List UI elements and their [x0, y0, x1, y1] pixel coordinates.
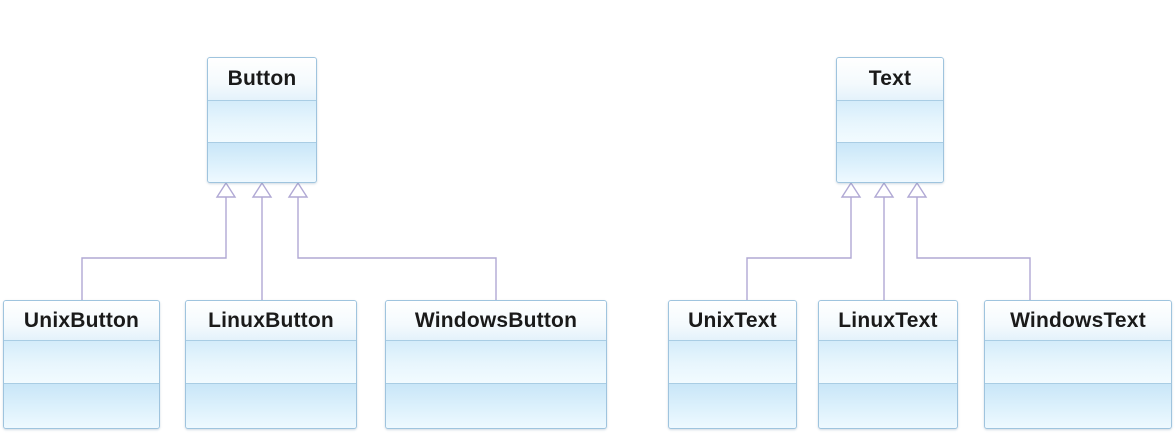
- class-name-windowstext: WindowsText: [985, 301, 1171, 341]
- class-attributes-compartment: [837, 101, 943, 143]
- class-box-windowstext[interactable]: WindowsText: [984, 300, 1172, 429]
- class-attributes-compartment: [208, 101, 316, 143]
- inheritance-arrow-icon: [906, 181, 928, 198]
- class-box-text[interactable]: Text: [836, 57, 944, 183]
- class-attributes-compartment: [4, 341, 159, 385]
- class-box-linuxbutton[interactable]: LinuxButton: [185, 300, 357, 429]
- class-operations-compartment: [186, 384, 356, 428]
- class-name-button: Button: [208, 58, 316, 101]
- class-operations-compartment: [208, 142, 316, 182]
- generalization-windowstext-text: [906, 181, 1031, 301]
- inheritance-arrow-icon: [251, 181, 273, 198]
- class-operations-compartment: [819, 384, 957, 428]
- generalization-windowsbutton-button: [287, 181, 497, 301]
- class-attributes-compartment: [819, 341, 957, 385]
- class-attributes-compartment: [985, 341, 1171, 385]
- inheritance-arrow-icon: [215, 181, 237, 198]
- class-box-unixbutton[interactable]: UnixButton: [3, 300, 160, 429]
- class-name-linuxtext: LinuxText: [819, 301, 957, 341]
- class-attributes-compartment: [669, 341, 796, 385]
- class-operations-compartment: [669, 384, 796, 428]
- class-name-unixtext: UnixText: [669, 301, 796, 341]
- inheritance-arrow-icon: [840, 181, 862, 198]
- class-operations-compartment: [4, 384, 159, 428]
- generalization-unixtext-text: [746, 181, 862, 301]
- class-name-linuxbutton: LinuxButton: [186, 301, 356, 341]
- class-name-windowsbutton: WindowsButton: [386, 301, 606, 341]
- class-name-unixbutton: UnixButton: [4, 301, 159, 341]
- generalization-unixbutton-button: [81, 181, 237, 301]
- inheritance-arrow-icon: [873, 181, 895, 198]
- class-box-button[interactable]: Button: [207, 57, 317, 183]
- inheritance-arrow-icon: [287, 181, 309, 198]
- generalization-linuxtext-text: [873, 181, 895, 301]
- class-operations-compartment: [985, 384, 1171, 428]
- class-box-linuxtext[interactable]: LinuxText: [818, 300, 958, 429]
- class-box-windowsbutton[interactable]: WindowsButton: [385, 300, 607, 429]
- class-box-unixtext[interactable]: UnixText: [668, 300, 797, 429]
- class-operations-compartment: [837, 142, 943, 182]
- class-operations-compartment: [386, 384, 606, 428]
- class-attributes-compartment: [386, 341, 606, 385]
- generalization-linuxbutton-button: [251, 181, 273, 301]
- class-name-text: Text: [837, 58, 943, 101]
- class-attributes-compartment: [186, 341, 356, 385]
